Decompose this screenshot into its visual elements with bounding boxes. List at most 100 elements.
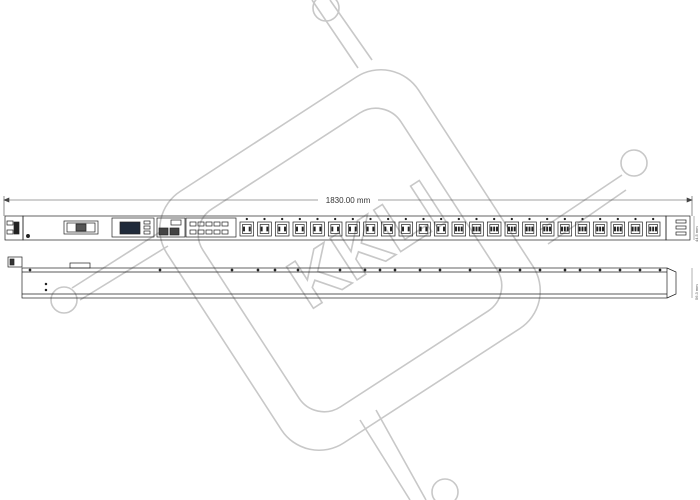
outlet-c19 [628,217,643,237]
outlet-c13 [239,217,255,237]
outlet-pin [372,226,375,232]
outlet-c19 [539,217,555,237]
lcd-display-screen [119,221,141,235]
circuit-breaker-switch[interactable] [75,223,87,232]
outlet-c13 [327,217,343,237]
outlet-indicator [369,217,372,221]
outlet-frame [451,221,467,237]
network-module [156,217,186,238]
side-mount-hole [563,268,567,272]
outlet-socket [507,224,517,234]
outlet-socket [648,224,658,234]
rj45-port-2 [169,227,180,236]
length-arrow-right [686,197,693,203]
outlet-pin [443,226,445,232]
outlet-socket [418,224,429,234]
outlet-pin [349,226,351,232]
side-mount-hole [273,268,277,272]
outlet-pin [331,226,334,232]
outlet-c19 [610,217,626,237]
outlet-pin [354,226,357,232]
outlet-c13 [257,217,272,237]
outlet-socket [330,224,340,234]
outlet-socket [454,224,464,234]
outlet-frame [310,221,325,237]
outlet-pin [248,226,251,232]
outlet-frame [610,221,626,237]
side-view [7,256,677,299]
side-mount-hole [538,268,542,272]
front-right-mount-slot-3 [675,231,687,236]
outlet-indicator [404,217,407,221]
outlet-pin [301,226,304,232]
outlet-pin [478,226,481,232]
side-right-end [666,267,677,299]
outlet-frame [292,221,308,237]
outlet-pin [457,226,460,232]
front-view [4,215,691,241]
outlet-pin [260,226,263,232]
side-mount-hole [256,268,260,272]
outlet-pin [278,226,281,232]
outlet-pin [475,226,478,232]
sensor-port-5 [221,221,229,227]
watermark-inner-box [197,107,503,413]
outlet-indicator [528,217,531,221]
outlet-frame [522,221,537,237]
outlet-frame [575,221,590,237]
side-mount-hole [158,268,162,272]
sensor-port-3 [205,221,213,227]
outlet-socket [436,224,446,234]
outlet-frame [592,221,608,237]
outlet-indicator [634,217,637,221]
side-mount-hole [230,268,234,272]
outlet-pin [243,226,245,232]
outlet-frame [539,221,555,237]
side-mount-hole [618,268,622,272]
watermark-bottom-line-2 [375,409,427,500]
outlet-pin [472,226,475,232]
outlet-pin [437,226,440,232]
side-mount-hole [498,268,502,272]
meter-button-down[interactable] [143,225,151,230]
outlet-frame [257,221,272,237]
outlet-pin [563,226,566,232]
outlet-c13 [310,217,325,237]
outlet-socket [259,224,270,234]
outlet-socket [277,224,287,234]
outlet-pin [561,226,563,232]
outlet-c13 [433,217,449,237]
sensor-port-8 [205,229,213,235]
outlet-frame [327,221,343,237]
outlet-pin [602,226,604,232]
meter-button-enter[interactable] [143,230,151,235]
outlet-c19 [592,217,608,237]
outlet-frame [398,221,414,237]
watermark-top-node [312,0,340,22]
outlet-frame [416,221,431,237]
outlet-frame [239,221,255,237]
outlet-c13 [345,217,361,237]
outlet-socket [542,224,552,234]
front-input-connector [13,221,20,235]
outlet-indicator [334,217,337,221]
sensor-port-7 [197,229,205,235]
outlet-pin [619,226,622,232]
outlet-pin [631,226,634,232]
outlet-pin [337,226,339,232]
outlet-indicator [493,217,496,221]
outlet-pin [402,226,404,232]
outlet-pin [508,226,510,232]
outlet-pin [599,226,602,232]
watermark-bottom-node [431,478,459,500]
outlet-pin [584,226,587,232]
outlet-c19 [486,217,502,237]
outlet-socket [242,224,252,234]
outlet-socket [401,224,411,234]
outlet-socket [577,224,588,234]
watermark-right-line-2 [547,189,627,245]
outlet-indicator [581,217,584,221]
outlet-pin [578,226,581,232]
side-mount-hole [338,268,342,272]
meter-button-up[interactable] [143,220,151,225]
